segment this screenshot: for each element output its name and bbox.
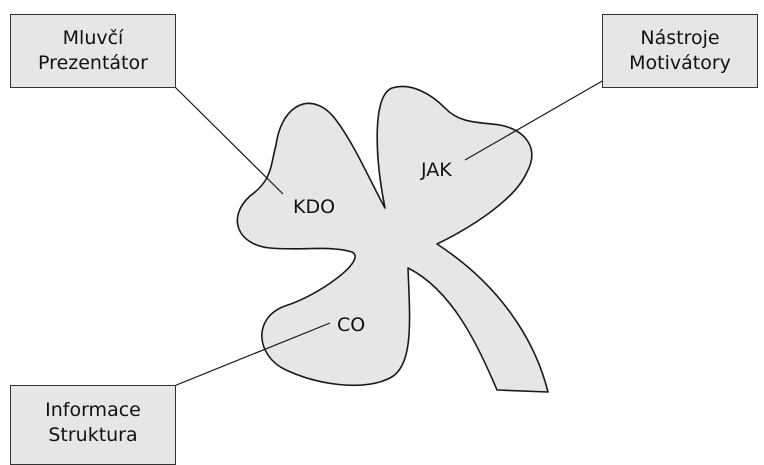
leaf-label-who: KDO xyxy=(293,196,336,218)
label-box-who: Mluvčí Prezentátor xyxy=(10,14,176,88)
connector-who xyxy=(173,85,284,195)
box-what-line1: Informace xyxy=(45,399,141,421)
box-how-line1: Nástroje xyxy=(640,27,720,49)
connector-what xyxy=(173,322,331,387)
box-what-line2: Struktura xyxy=(48,424,138,446)
box-who-line1: Mluvčí xyxy=(62,27,124,49)
leaf-label-what: CO xyxy=(337,314,366,336)
connector-how xyxy=(464,79,605,161)
label-box-what: Informace Struktura xyxy=(10,385,176,465)
leaf-label-how: JAK xyxy=(421,159,452,181)
clover-shape xyxy=(236,85,549,393)
label-box-how: Nástroje Motivátory xyxy=(602,14,758,88)
box-who-line2: Prezentátor xyxy=(38,52,148,74)
box-how-line2: Motivátory xyxy=(629,52,731,74)
clover-diagram xyxy=(173,79,605,393)
